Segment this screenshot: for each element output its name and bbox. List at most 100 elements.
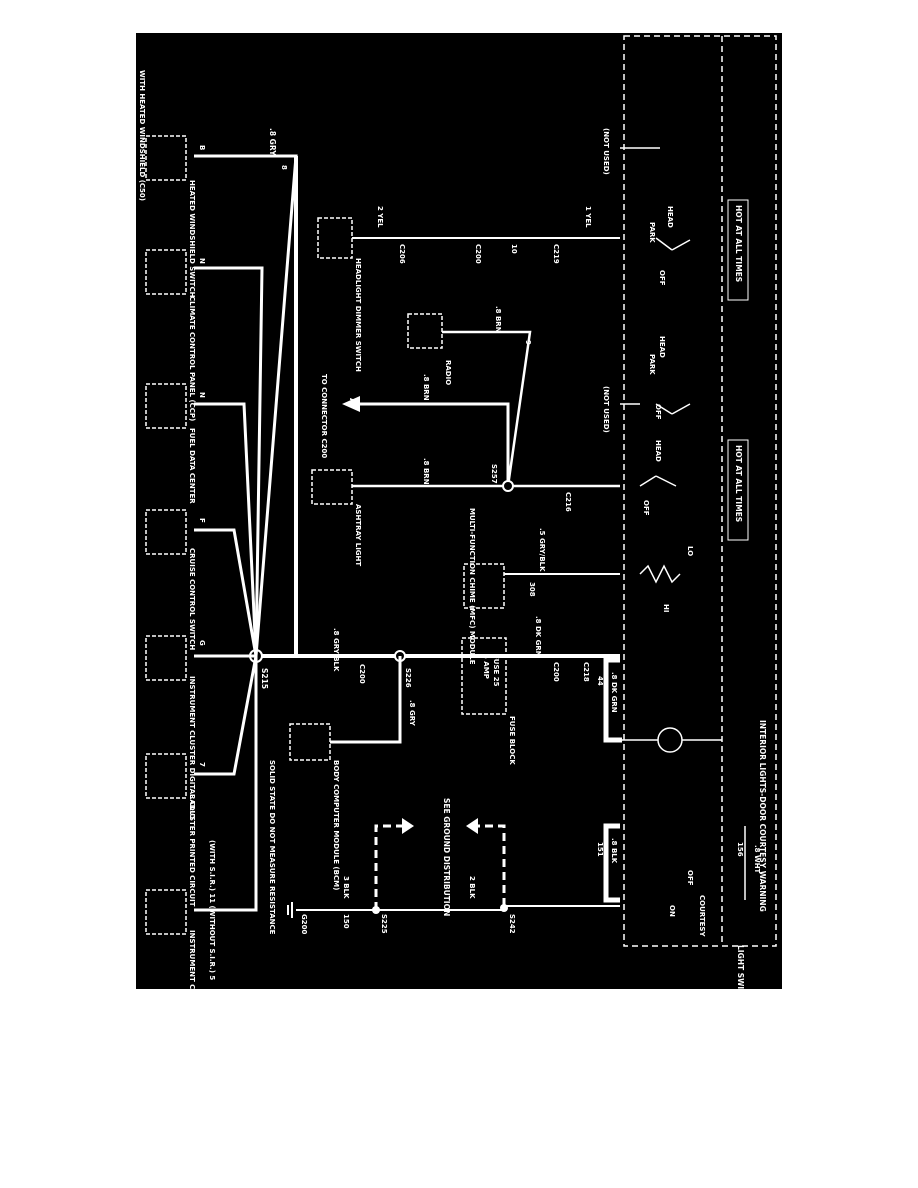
branch-fuel-data xyxy=(194,402,258,657)
bcm-note: SOLID STATE DO NOT MEASURE RESISTANCE xyxy=(268,760,276,935)
component-climate-control: CLIMATE CONTROL PANEL (CCP) N xyxy=(145,249,206,421)
cruise-pin: F xyxy=(198,518,206,523)
wire-brn-label-2: .8 BRN xyxy=(422,374,430,401)
splice-s242-label: S242 xyxy=(508,914,516,934)
switch-head-c: HEAD xyxy=(654,440,662,462)
cruise-label: CRUISE CONTROL SWITCH xyxy=(188,548,196,650)
wire-brn-label-1: .8 BRN xyxy=(494,306,502,333)
connector-a-arrow xyxy=(342,396,360,412)
conn-c218: C218 xyxy=(582,662,590,682)
wire-44 xyxy=(603,657,622,743)
heated-windshield-label: HEATED WINDSHIELD SWITCH xyxy=(188,180,196,298)
hot-box-2-text: HOT AT ALL TIMES xyxy=(734,445,743,522)
dimmer-resistor xyxy=(639,564,681,584)
lo-label: LO xyxy=(686,546,694,556)
switch-head-a: HEAD xyxy=(666,206,674,228)
ashtray-label: ASHTRAY LIGHT xyxy=(354,504,362,566)
mfc-label: MULTI-FUNCTION CHIME (MFC) MODULE xyxy=(468,508,476,665)
switch-off-b: OFF xyxy=(654,404,662,420)
fuse-name: FUSE 25 xyxy=(492,654,500,687)
wire-gry-blk-c200: .8 GRY BLK xyxy=(332,628,340,672)
connector-a-text: TO CONNECTOR C200 xyxy=(320,374,328,458)
cluster-digital-label: INSTRUMENT CLUSTER DIGITAL CLUSTER PRINT… xyxy=(188,676,196,907)
component-cluster-printed: INSTRUMENT CLUSTER PRINTED CIRCUIT (WITH… xyxy=(145,840,216,1090)
fuel-data-label: FUEL DATA CENTER xyxy=(188,428,196,504)
switch-off-c: OFF xyxy=(642,500,650,516)
radio-label: RADIO xyxy=(188,794,196,819)
mfc-box xyxy=(463,563,505,609)
radio-pin: 7 xyxy=(198,762,206,767)
fuse-block xyxy=(461,637,507,715)
splice-s225 xyxy=(372,906,380,914)
circuit-156: 156 xyxy=(736,842,744,857)
courtesy-on: ON xyxy=(668,905,676,917)
hot-box-1 xyxy=(727,199,749,301)
conn-c200-b: C200 xyxy=(552,662,560,682)
ground-arrow-a xyxy=(466,818,478,834)
light-switch-enclosure xyxy=(623,35,777,947)
not-used-mid: (NOT USED) xyxy=(602,386,610,433)
ground-distribution-label: SEE GROUND DISTRIBUTION xyxy=(442,798,451,916)
wire-blk-3-label: 3 BLK xyxy=(342,876,350,899)
headlamp-switch-b xyxy=(655,403,691,415)
wire-44-label: .8 DK GRN xyxy=(610,672,618,713)
branch-radio xyxy=(194,655,258,776)
component-fuel-data: FUEL DATA CENTER N xyxy=(145,383,206,504)
splice-s225-label: S225 xyxy=(380,914,388,934)
courtesy-label: COURTESY xyxy=(698,895,706,937)
component-cluster-digital: INSTRUMENT CLUSTER DIGITAL CLUSTER PRINT… xyxy=(145,635,206,907)
circuit-150: 150 xyxy=(342,914,350,929)
circuit-44: 44 xyxy=(596,676,604,686)
conn-c200-c: C200 xyxy=(358,664,366,684)
conn-c200-a: C200 xyxy=(474,244,482,264)
splice-s257-label: S257 xyxy=(490,464,498,484)
wire-yel-2-label: 2 YEL xyxy=(376,206,384,228)
component-cruise: CRUISE CONTROL SWITCH F xyxy=(145,509,206,650)
connector-a-letter: A xyxy=(347,398,357,405)
switch-park-a: PARK xyxy=(648,222,656,243)
branch-cluster-printed xyxy=(194,656,258,912)
fuse-amp: 5 AMP xyxy=(482,654,490,679)
bus-gry-top-circuit: 8 xyxy=(280,165,288,170)
wire-151 xyxy=(603,823,620,903)
wire-blk-2-label: 2 BLK xyxy=(468,876,476,899)
headlamp-switch-a xyxy=(655,237,691,251)
bus-gry-top-label: .8 GRY xyxy=(268,128,277,156)
hot-box-1-text: HOT AT ALL TIMES xyxy=(734,205,743,282)
wire-to-connector-a xyxy=(360,402,510,486)
circuit-9a: 9 xyxy=(524,340,532,345)
climate-control-pin: N xyxy=(198,258,206,264)
not-used-top: (NOT USED) xyxy=(602,128,610,175)
courtesy-off: OFF xyxy=(686,870,694,886)
diagram-background xyxy=(136,33,782,989)
fuse-block-label: FUSE BLOCK xyxy=(508,716,516,765)
hot-box-2 xyxy=(727,439,749,541)
courtesy-warning: INTERIOR LIGHTS-DOOR COURTESY WARNING xyxy=(758,720,767,912)
ground-path-b xyxy=(374,824,402,910)
fuel-data-pin: N xyxy=(198,392,206,398)
conn-g200: G200 xyxy=(300,914,308,934)
headlamp-switch-c xyxy=(639,475,677,487)
branch-cruise xyxy=(194,528,258,657)
conn-c216-a: C216 xyxy=(564,492,572,512)
bcm-box xyxy=(289,723,331,761)
bcm-label: BODY COMPUTER MODULE (BCM) xyxy=(332,760,340,890)
splice-s215-label: S215 xyxy=(260,668,269,689)
wire-dk-grn-label: .8 DK GRN xyxy=(534,616,542,657)
conn-c219: C219 xyxy=(552,244,560,264)
splice-s226-label: S226 xyxy=(404,668,412,688)
branch-climate-control xyxy=(194,266,264,657)
wire-151-label: .8 BLK xyxy=(610,838,618,864)
wire-gry-blk-label: .5 GRY/BLK xyxy=(538,528,546,572)
wire-brn-radio xyxy=(442,330,532,487)
component-radio: RADIO 7 xyxy=(145,753,206,819)
heated-windshield-pin: B xyxy=(198,145,206,150)
cluster-digital-pin: G xyxy=(198,640,206,646)
cluster-printed-label: INSTRUMENT CLUSTER PRINTED CIRCUIT xyxy=(188,930,196,1090)
switch-off-a: OFF xyxy=(658,270,666,286)
circuit-151: 151 xyxy=(596,842,604,857)
switch-park-b: PARK xyxy=(648,354,656,375)
branch-heated-windshield xyxy=(194,154,298,657)
with-heated-note: WITH HEATED WINDSHIELD (C50) xyxy=(138,70,146,201)
